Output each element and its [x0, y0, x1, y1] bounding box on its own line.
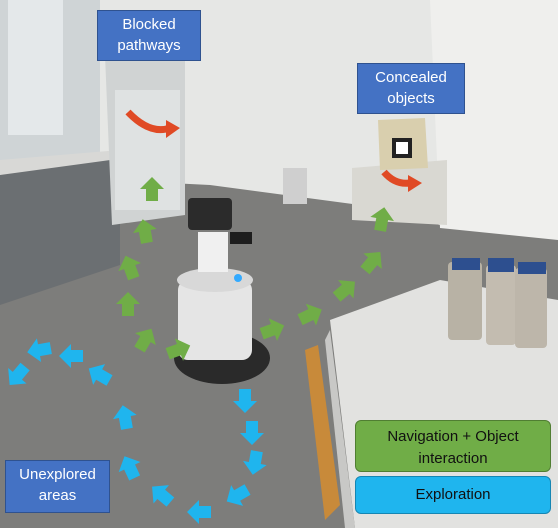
- blue-arrow: [226, 484, 251, 506]
- green-arrow: [134, 328, 156, 353]
- robot-head: [188, 198, 232, 230]
- blue-arrow: [240, 421, 264, 445]
- green-arrow: [259, 318, 285, 341]
- exploration-arrows: [8, 338, 267, 524]
- green-arrow: [116, 292, 140, 316]
- robot-body: [178, 280, 252, 360]
- cabinet: [0, 155, 120, 305]
- trash-bin: [283, 168, 307, 204]
- legend-exploration-text: Exploration: [415, 486, 491, 503]
- green-arrow: [133, 219, 157, 244]
- green-arrow: [332, 280, 355, 302]
- green-arrow: [360, 252, 382, 275]
- blue-arrow: [187, 500, 211, 524]
- blue-arrow: [233, 389, 257, 413]
- chair: [305, 345, 340, 520]
- blue-arrow: [8, 362, 30, 385]
- concealed-objects-label: Concealed objects: [357, 63, 465, 114]
- blocked-pathways-text: Blocked pathways: [117, 16, 181, 54]
- navigation-arrows: [116, 177, 394, 361]
- bag: [448, 262, 482, 340]
- blue-arrow: [118, 456, 141, 481]
- red-arrow: [381, 169, 411, 187]
- green-arrow: [118, 255, 141, 281]
- unexplored-areas-text: Unexplored areas: [19, 466, 96, 504]
- green-arrow: [165, 338, 191, 361]
- legend-exploration: Exploration: [355, 476, 551, 514]
- green-arrow: [297, 303, 322, 326]
- green-arrow: [140, 177, 164, 201]
- blue-arrow: [27, 338, 52, 362]
- blue-arrow: [88, 364, 113, 386]
- bag: [515, 268, 547, 348]
- blue-arrow: [113, 405, 137, 430]
- concealed-objects-text: Concealed objects: [375, 69, 447, 107]
- green-arrow: [370, 207, 394, 232]
- unexplored-areas-label: Unexplored areas: [5, 460, 110, 513]
- blue-arrow: [243, 450, 267, 475]
- bag: [486, 265, 516, 345]
- blue-arrow: [152, 485, 175, 507]
- blocked-pathways-label: Blocked pathways: [97, 10, 201, 61]
- legend-navigation-text: Navigation + Object interaction: [387, 428, 519, 467]
- blue-arrow: [59, 344, 83, 368]
- cabinet-right: [352, 160, 447, 225]
- legend-navigation: Navigation + Object interaction: [355, 420, 551, 472]
